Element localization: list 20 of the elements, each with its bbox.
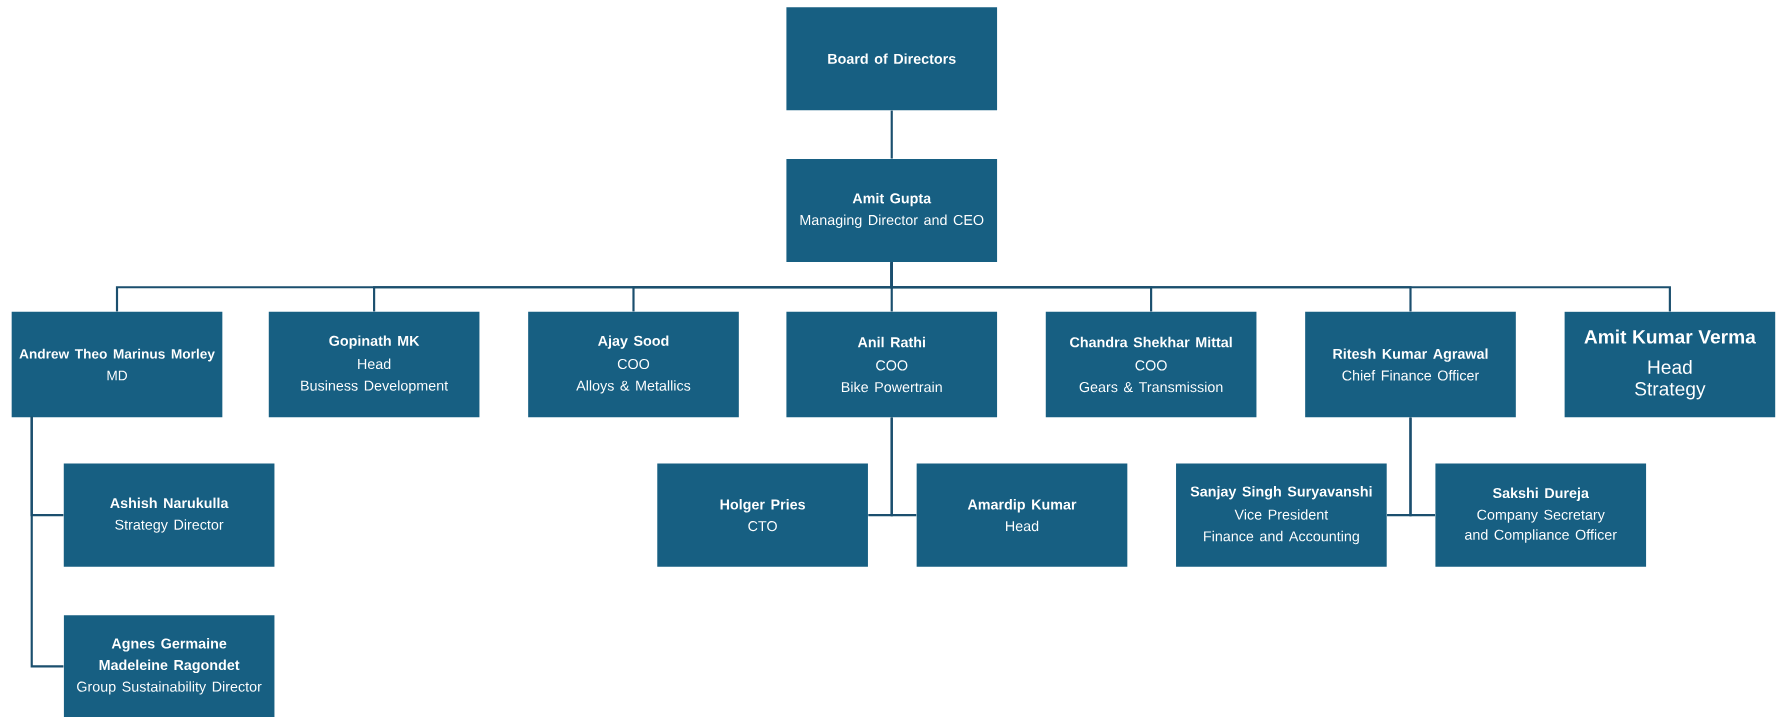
org-box: Ajay Sood COO Alloys & Metallics <box>528 311 739 418</box>
org-box: Amardip Kumar Head <box>916 463 1128 567</box>
org-box: Board of Directors <box>786 7 998 111</box>
connector-line <box>1409 417 1436 517</box>
org-box: Ritesh Kumar Agrawal Chief Finance Officer <box>1305 311 1516 418</box>
org-box: Andrew Theo Marinus Morley MD <box>11 311 223 418</box>
org-box: Amit Kumar Verma Head Strategy <box>1564 311 1776 418</box>
org-box: Amit Gupta Managing Director and CEO <box>786 158 998 262</box>
org-box: Anil Rathi COO Bike Powertrain <box>786 311 998 418</box>
org-box: Ashish Narukulla Strategy Director <box>63 463 275 567</box>
org-box: Sanjay Singh Suryavanshi Vice President Finance and Accounting <box>1176 463 1387 567</box>
org-box: Agnes Germaine Madeleine Ragondet Group Sustainability Director <box>63 615 275 717</box>
connector-line <box>890 110 893 159</box>
connector-line <box>890 262 1671 312</box>
connector-line <box>30 416 64 668</box>
org-box: Chandra Shekhar Mittal COO Gears & Transmission <box>1045 311 1257 418</box>
org-box: Holger Pries CTO <box>657 463 868 567</box>
org-box: Sakshi Dureja Company Secretary and Compliance Officer <box>1435 463 1647 567</box>
org-box: Gopinath MK Head Business Development <box>268 311 480 418</box>
connector-line <box>890 417 917 517</box>
